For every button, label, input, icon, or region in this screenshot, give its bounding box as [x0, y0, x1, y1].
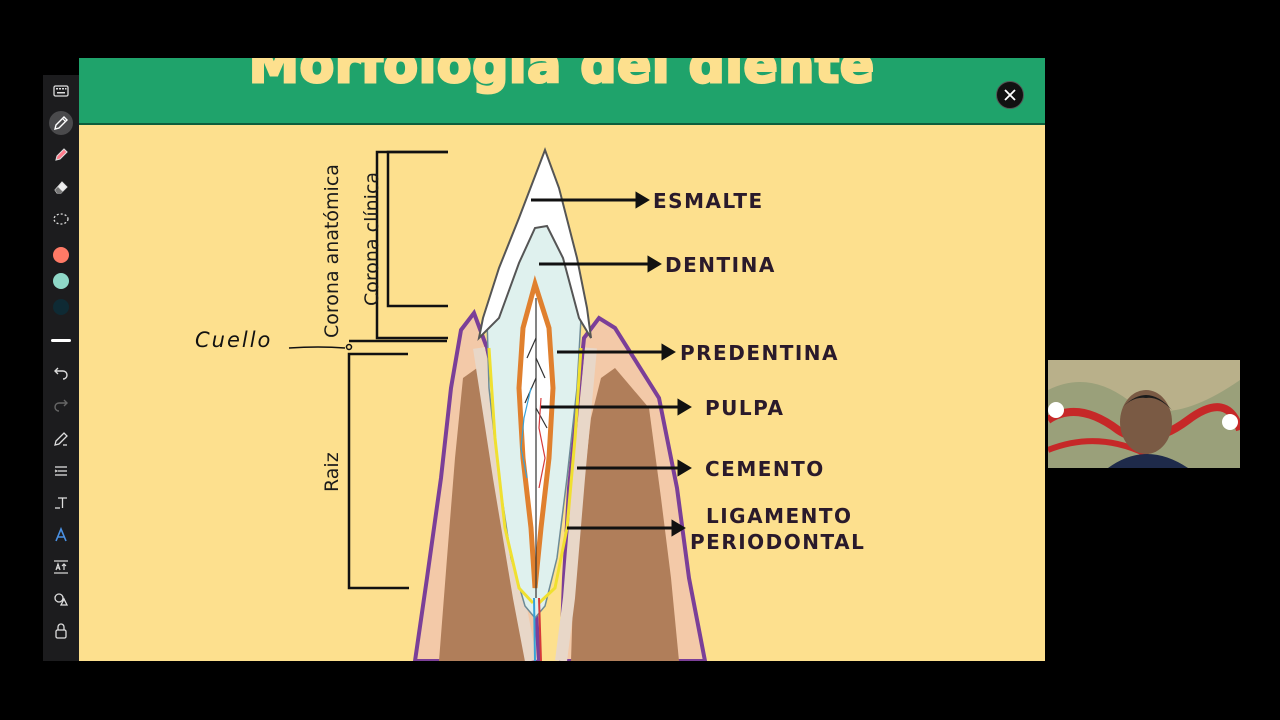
pen-icon[interactable] [49, 111, 73, 135]
keyboard-icon[interactable] [49, 79, 73, 103]
label-esmalte: ESMALTE [653, 188, 764, 214]
bracket-label-raiz: Raiz [321, 452, 343, 492]
color-swatch-dark-blue[interactable] [53, 299, 69, 315]
undo-icon[interactable] [49, 360, 73, 384]
format-lines-icon[interactable] [49, 459, 73, 483]
redo-icon[interactable] [49, 392, 73, 416]
label-cemento: CEMENTO [705, 456, 825, 482]
shapes-icon[interactable] [49, 587, 73, 611]
label-pulpa: PULPA [705, 395, 784, 421]
slide: Morfología del diente [79, 58, 1045, 661]
eraser-icon[interactable] [49, 175, 73, 199]
stroke-width-indicator[interactable] [51, 339, 71, 342]
label-periodontal: PERIODONTAL [690, 529, 865, 555]
handwritten-cuello: Cuello [195, 328, 272, 352]
text-size-icon[interactable] [49, 555, 73, 579]
label-dentina: DENTINA [665, 252, 776, 278]
bracket-label-corona-clinica: Corona clínica [361, 172, 383, 306]
font-a-icon[interactable] [49, 523, 73, 547]
lock-icon[interactable] [49, 619, 73, 643]
label-predentina: PREDENTINA [680, 340, 839, 366]
label-ligamento-line1: LIGAMENTO [706, 504, 853, 528]
color-swatch-red[interactable] [53, 247, 69, 263]
label-ligamento: LIGAMENTO [706, 503, 853, 529]
color-swatch-teal[interactable] [53, 273, 69, 289]
lasso-icon[interactable] [49, 207, 73, 231]
highlighter-icon[interactable] [49, 143, 73, 167]
webcam-overlay [1048, 360, 1240, 468]
tooth-diagram [79, 58, 1045, 661]
annotation-toolbar [43, 75, 79, 661]
cuello-pointer [289, 347, 345, 348]
pencil-edit-icon[interactable] [49, 427, 73, 451]
close-icon[interactable] [996, 81, 1024, 109]
bracket-label-corona-anatomica: Corona anatómica [321, 164, 343, 338]
text-tool-icon[interactable] [49, 491, 73, 515]
